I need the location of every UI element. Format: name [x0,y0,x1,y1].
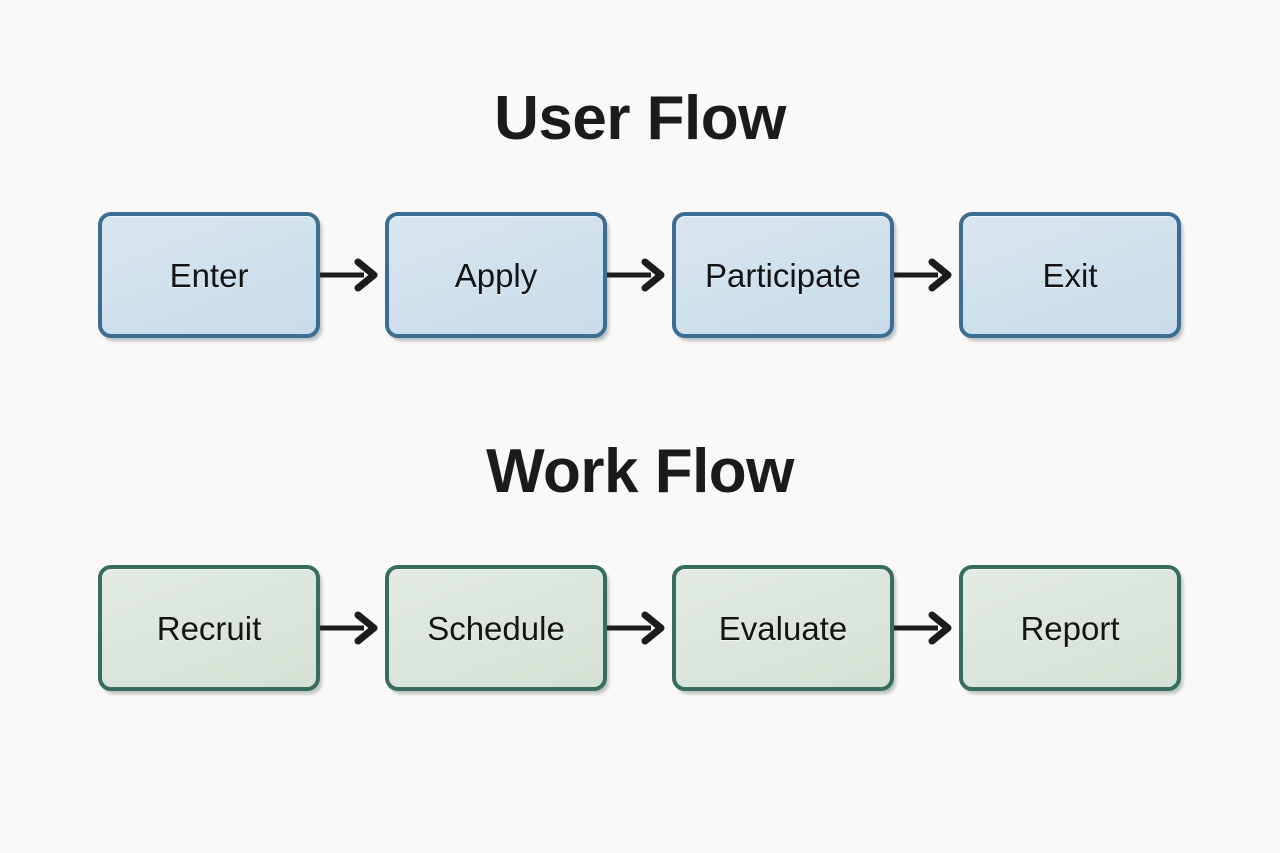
flow-node-participate[interactable]: Participate [672,212,894,338]
flow-node-label: Recruit [156,609,262,647]
flow-node-label: Schedule [427,609,565,647]
flow-node-label: Apply [454,256,538,294]
flow-node-schedule[interactable]: Schedule [385,565,607,691]
arrow-right-icon [320,611,385,645]
flow-node-evaluate[interactable]: Evaluate [672,565,894,691]
arrow-right-icon [607,611,672,645]
flow-node-recruit[interactable]: Recruit [98,565,320,691]
flow-node-label: Exit [1042,256,1098,294]
flow-row-work-flow: Recruit Schedule Evaluate [98,565,1182,691]
arrow-right-icon [894,258,959,292]
section-title-user-flow: User Flow [494,84,786,153]
flow-node-report[interactable]: Report [959,565,1181,691]
arrow-right-icon [320,258,385,292]
flow-node-exit[interactable]: Exit [959,212,1181,338]
flow-row-user-flow: Enter Apply Participate [98,212,1182,338]
flow-node-enter[interactable]: Enter [98,212,320,338]
flow-node-label: Participate [705,256,861,294]
arrow-right-icon [607,258,672,292]
flow-node-label: Enter [169,256,249,294]
flow-node-label: Evaluate [718,609,848,647]
section-title-work-flow: Work Flow [486,437,794,506]
flow-node-label: Report [1020,609,1120,647]
flow-section-user-flow: User Flow Enter Apply [0,84,1280,338]
flow-section-work-flow: Work Flow Recruit Schedule [0,437,1280,691]
arrow-right-icon [894,611,959,645]
flow-node-apply[interactable]: Apply [385,212,607,338]
